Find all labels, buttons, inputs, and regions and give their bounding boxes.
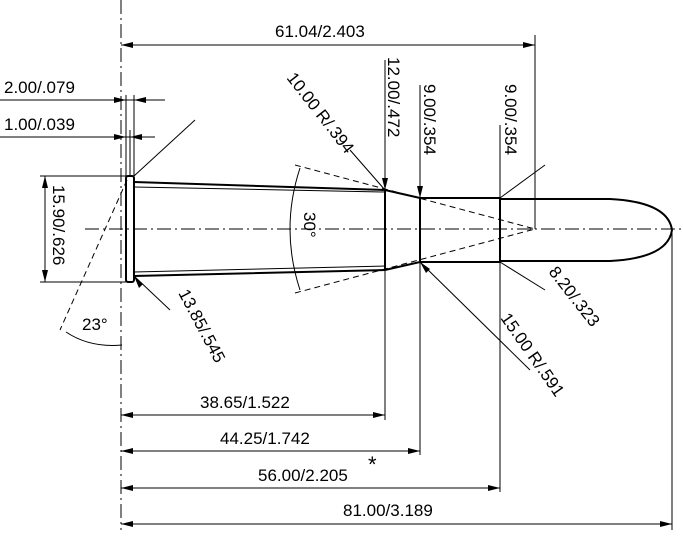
shoulder-radius-label: 10.00 R/.394 [283,69,358,157]
length-to-bullet-base-label: 56.00/2.205 [258,466,348,485]
rim-bevel-arc [65,331,123,346]
length-to-shoulder-label: 38.65/1.522 [200,393,290,412]
cartridge-outline [125,175,674,283]
shoulder-angle-arc [289,167,301,291]
shoulder-angle-upper [294,164,536,230]
shoulder-angle-lower [294,228,536,294]
overall-cartridge-length-label: 81.00/3.189 [343,501,433,520]
rim-thickness-label: 2.00/.079 [4,78,75,97]
groove-width-label: 1.00/.039 [4,115,75,134]
case-body-inner-top [133,186,386,193]
ogive-radius-label: 15.00 R/.591 [497,309,568,400]
construction-lines [59,0,683,530]
overall-case-length-label: 61.04/2.403 [275,22,365,41]
base-diameter-label: 13.85/.545 [174,286,229,366]
rim-bevel-angle-label: 23° [82,315,108,334]
shoulder-angle-label: 30° [300,212,319,238]
shoulder-diameter-label: 12.00/.472 [384,57,403,137]
rim-bevel-construction [59,179,128,331]
length-to-neck-label: 44.25/1.742 [220,429,310,448]
rim-diameter-label: 15.90/.626 [49,185,68,265]
neck-diameter-label: 9.00/.354 [420,84,439,155]
neck-end-diameter-label: 9.00/.354 [501,84,520,155]
bullet-diameter-label: 8.20/.323 [545,263,604,331]
case-body-inner-bottom [133,265,386,273]
bullet [500,198,674,262]
asterisk-label: * [368,452,377,477]
dimension-lines [0,35,673,530]
